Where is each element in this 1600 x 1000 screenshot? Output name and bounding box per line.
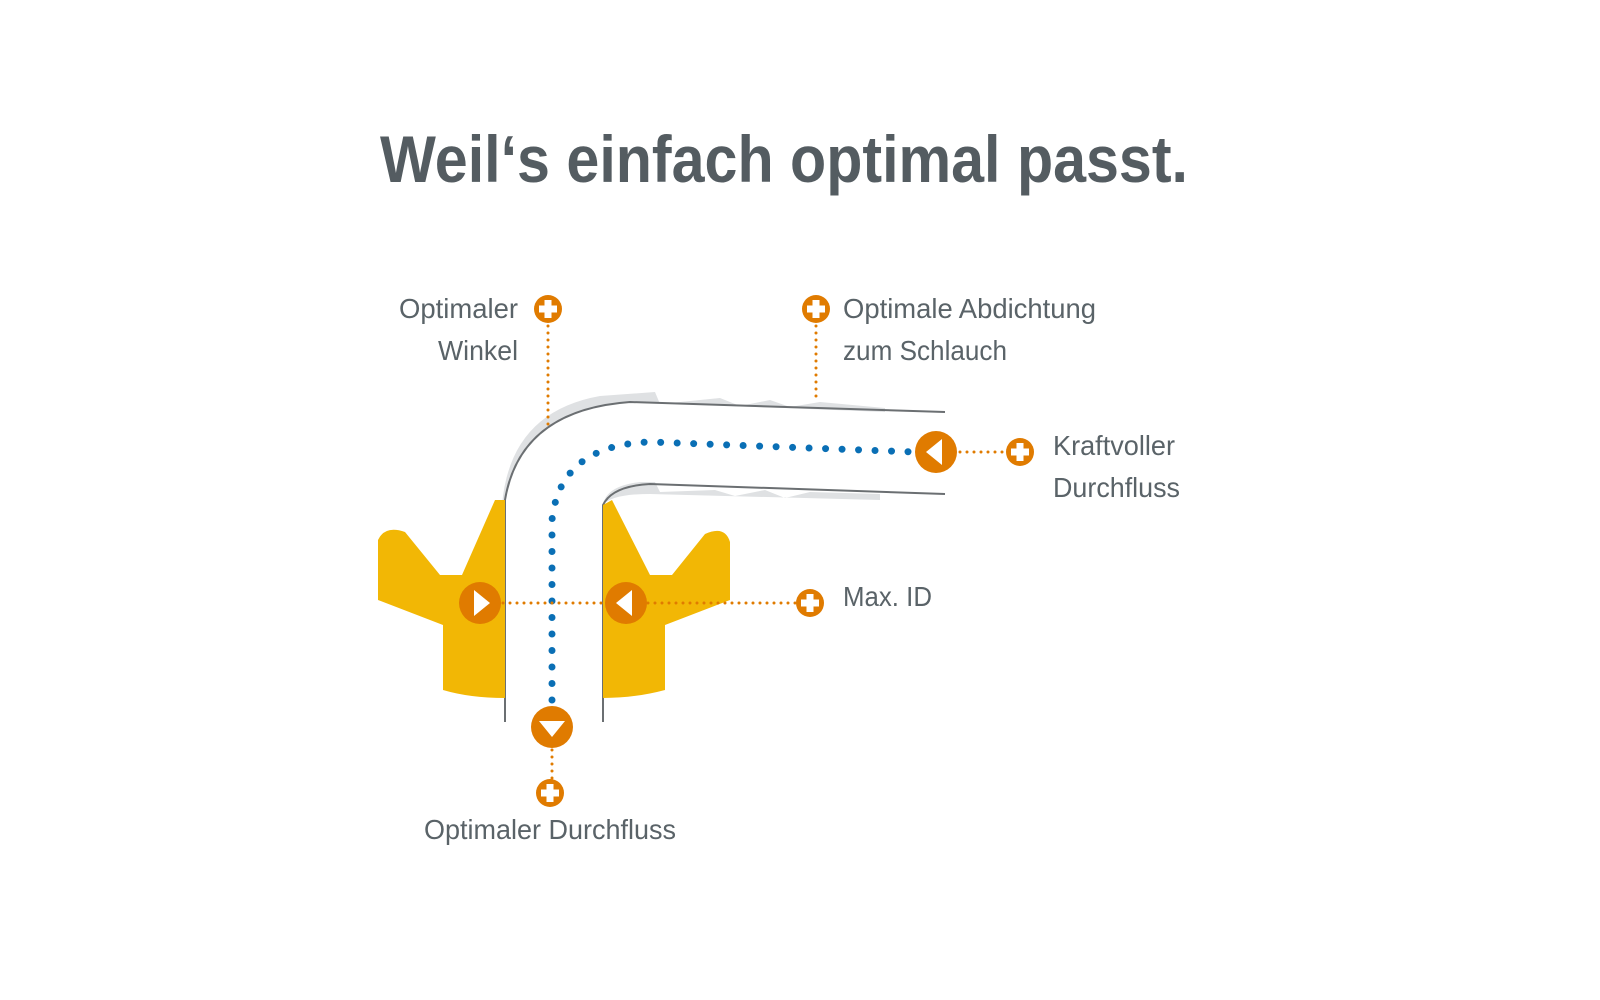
label-flow-power-line2: Durchfluss: [1053, 472, 1180, 503]
label-angle-line1: Optimaler: [399, 293, 518, 324]
flow-path: [548, 438, 919, 704]
arrow-down-icon: [531, 706, 573, 748]
label-angle-line2: Winkel: [438, 335, 518, 366]
label-seal-line1: Optimale Abdichtung: [843, 293, 1096, 324]
page-title: Weil‘s einfach optimal passt.: [380, 122, 1188, 196]
plus-icon: [796, 589, 824, 617]
label-flow-power-line1: Kraftvoller: [1053, 430, 1175, 461]
label-seal-line2: zum Schlauch: [843, 335, 1007, 366]
hose-barb-fitting: [502, 392, 946, 722]
arrow-left-icon: [915, 431, 957, 473]
wing-nut: [378, 500, 730, 698]
label-flow-optimal: Optimaler Durchfluss: [424, 814, 676, 845]
plus-icon: [802, 295, 830, 323]
callout-leaders: [501, 324, 1007, 781]
plus-icon: [534, 295, 562, 323]
label-max-id: Max. ID: [843, 581, 932, 612]
plus-icon: [536, 779, 564, 807]
arrow-left-icon: [605, 582, 647, 624]
plus-icon: [1006, 438, 1034, 466]
arrow-right-icon: [459, 582, 501, 624]
